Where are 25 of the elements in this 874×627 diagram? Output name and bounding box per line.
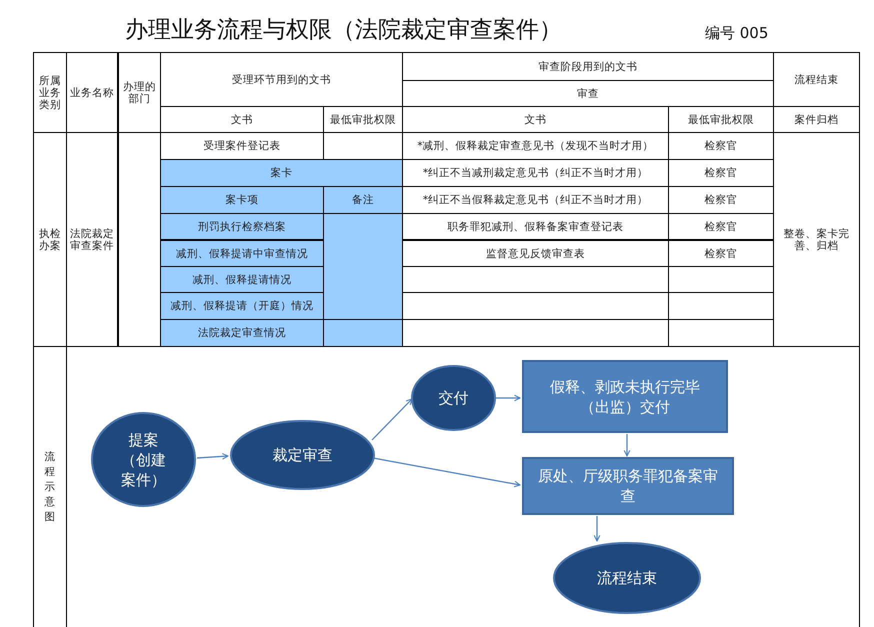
document-number: 编号 005 (705, 24, 768, 43)
process-ellipse: 流程结束 (553, 542, 701, 614)
process-ellipse: 提案（创建案件） (91, 412, 196, 507)
table-cell: 备注 (323, 186, 403, 214)
arrow (372, 457, 521, 488)
table-cell: 办理的部门 (117, 52, 161, 133)
table-cell: 流程结束 (773, 52, 860, 107)
process-ellipse: 交付 (411, 365, 496, 431)
table-cell: 减刑、假释提请中审查情况 (160, 239, 324, 267)
table-cell: 案卡 (160, 159, 403, 187)
arrow (594, 516, 600, 542)
title: 办理业务流程与权限（法院裁定审查案件） (125, 16, 562, 45)
table-cell: 法院裁定审查情况 (160, 319, 324, 347)
table-cell: 所属业务类别 (33, 52, 67, 133)
table-cell: 案卡项 (160, 186, 324, 214)
table-cell: 减刑、假释提请情况 (160, 266, 324, 293)
process-ellipse: 裁定审查 (230, 420, 375, 490)
process-box: 原处、厅级职务罪犯备案审查 (522, 457, 734, 515)
process-box: 假释、剥政未执行完毕（出监）交付 (522, 360, 728, 433)
arrow (496, 394, 521, 402)
arrow (624, 434, 630, 457)
arrow (196, 453, 229, 460)
table-cell: 刑罚执行检察档案 (160, 213, 324, 240)
arrow (372, 398, 413, 440)
table-cell: 减刑、假释提请（开庭）情况 (160, 292, 324, 320)
